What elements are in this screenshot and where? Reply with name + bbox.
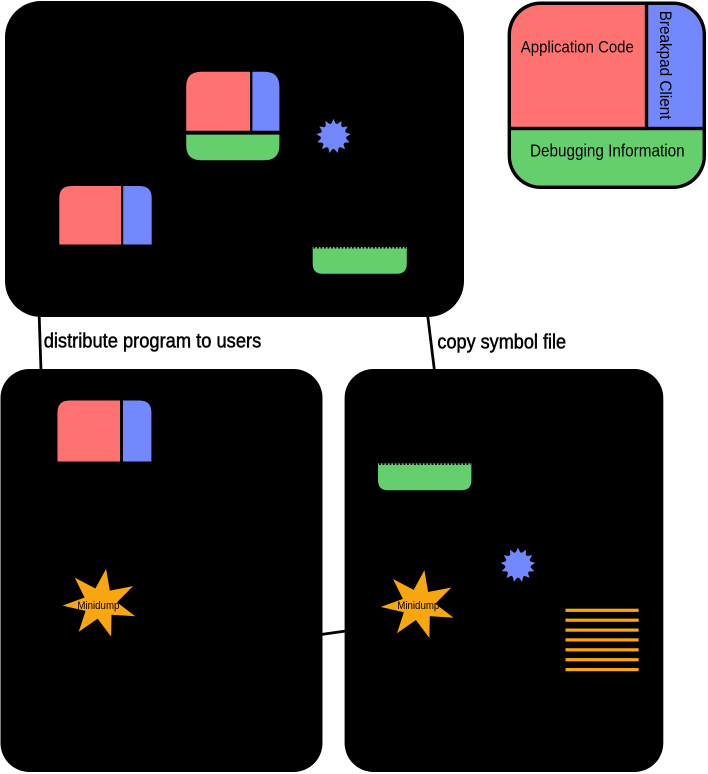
svg-text:copy symbol file: copy symbol file	[437, 332, 566, 354]
svg-text:Minidump: Minidump	[397, 599, 439, 612]
svg-text:Debugging Information: Debugging Information	[530, 140, 685, 160]
svg-text:Breakpad Client: Breakpad Client	[656, 11, 675, 120]
svg-text:Minidump: Minidump	[77, 599, 119, 612]
svg-text:Application Code: Application Code	[521, 38, 634, 56]
svg-text:distribute program to users: distribute program to users	[44, 331, 262, 353]
